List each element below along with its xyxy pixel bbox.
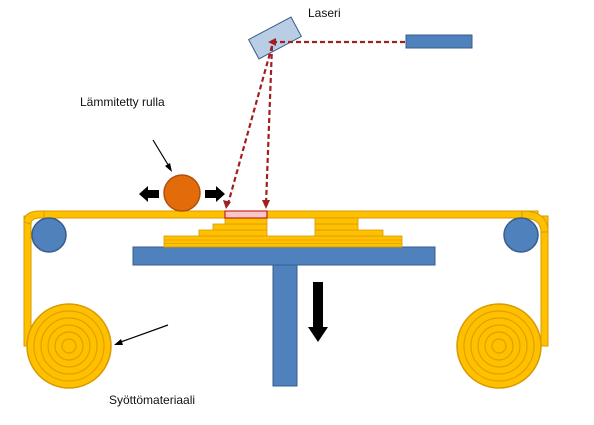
laser-beams [226, 40, 405, 205]
guide-roller-right [503, 217, 539, 253]
platform-post [272, 263, 298, 387]
guide-roller-left [31, 217, 67, 253]
laser-beam-arrowheads [223, 38, 276, 209]
laser-mirror [247, 16, 303, 60]
left-arrow-icon [139, 186, 159, 202]
down-arrow-icon [308, 282, 328, 342]
leader-heated-roller [152, 139, 171, 169]
part-layers-left [163, 217, 403, 248]
build-platform [132, 246, 436, 266]
part-layers-right [314, 217, 384, 237]
right-arrow-icon [205, 186, 225, 202]
feed-material-label: Syöttömateriaali [109, 393, 195, 407]
leader-heated-roller-tip [165, 163, 172, 172]
laser-source [405, 34, 473, 49]
leader-feed-material-tip [114, 339, 123, 345]
feed-roll-left [26, 303, 112, 389]
laser-label: Laseri [308, 6, 341, 20]
foil-band [23, 210, 549, 347]
heated-roller [163, 174, 201, 212]
heated-roller-label: Lämmitetty rulla [80, 95, 165, 109]
leader-feed-material [117, 324, 169, 344]
cut-layer [224, 210, 268, 219]
takeup-roll-right [456, 303, 542, 389]
